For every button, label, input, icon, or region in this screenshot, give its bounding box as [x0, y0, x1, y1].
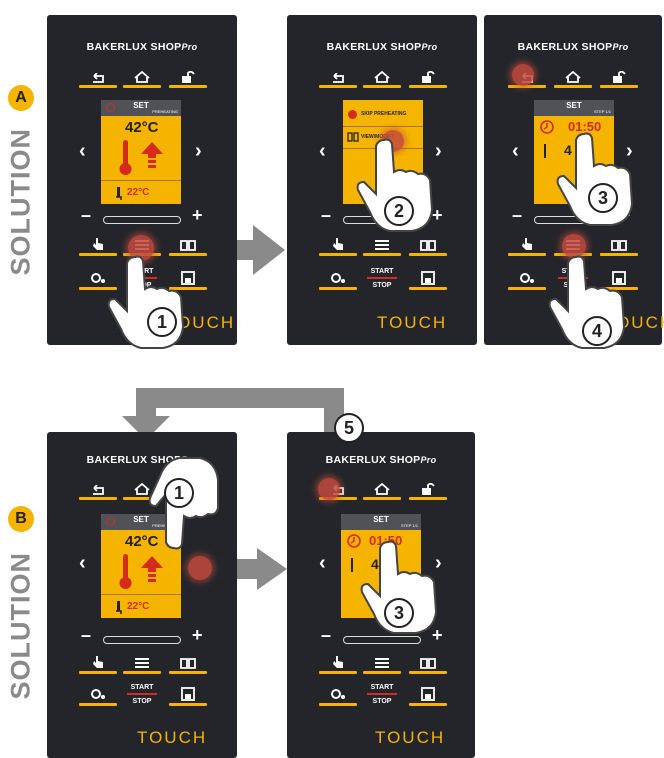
- settings-button[interactable]: [319, 688, 357, 706]
- thermometer-icon: [117, 138, 135, 176]
- prev-arrow[interactable]: ‹: [319, 552, 326, 575]
- minus-button[interactable]: –: [81, 205, 91, 226]
- manual-button[interactable]: [319, 238, 357, 256]
- save-button[interactable]: [169, 688, 207, 706]
- slider[interactable]: [103, 636, 181, 644]
- manual-button[interactable]: [79, 238, 117, 256]
- touch-logo: TOUCH: [375, 728, 445, 748]
- home-button[interactable]: [123, 70, 161, 88]
- temperature-value: 42°C: [125, 119, 159, 136]
- step-5-marker: 5: [334, 413, 364, 443]
- prev-arrow[interactable]: ‹: [512, 140, 519, 163]
- minus-button[interactable]: –: [321, 625, 331, 646]
- heat-up-icon: [141, 142, 163, 170]
- probe-icon: [115, 187, 123, 201]
- manual-button[interactable]: [79, 656, 117, 674]
- home-button[interactable]: [363, 70, 401, 88]
- core-temperature: 22°C: [127, 187, 149, 198]
- solution-b-label: SOLUTION: [6, 580, 37, 700]
- step-3-marker: 3: [588, 183, 618, 213]
- label-b-badge: B: [8, 506, 34, 532]
- tap-indicator: [188, 556, 212, 580]
- prev-arrow[interactable]: ‹: [319, 140, 326, 163]
- probe-icon: [115, 601, 123, 615]
- lock-button[interactable]: [409, 70, 447, 88]
- touch-logo: TOUCH: [137, 728, 207, 748]
- label-a-badge: A: [8, 85, 34, 111]
- next-arrow[interactable]: ›: [435, 140, 442, 163]
- menu-button[interactable]: [363, 238, 401, 256]
- display-screen: SET PREHEATING 42°C 22°C: [101, 100, 181, 204]
- settings-button[interactable]: [79, 688, 117, 706]
- recipe-book-button[interactable]: [169, 656, 207, 674]
- touch-logo: TOUCH: [377, 313, 447, 333]
- lock-button[interactable]: [169, 70, 207, 88]
- step-1-marker: 1: [147, 307, 177, 337]
- prev-arrow[interactable]: ‹: [79, 552, 86, 575]
- core-temperature: 22°C: [127, 601, 149, 612]
- manual-button[interactable]: [319, 656, 357, 674]
- plus-button[interactable]: +: [192, 625, 203, 646]
- brand-title: BAKERLUX SHOPPro: [47, 41, 237, 53]
- recipe-book-button[interactable]: [409, 656, 447, 674]
- manual-button[interactable]: [508, 238, 546, 256]
- step-2-marker: 2: [384, 196, 414, 226]
- heat-up-icon: [141, 556, 163, 584]
- save-button[interactable]: [409, 272, 447, 290]
- menu-item-skip-preheating[interactable]: SKIP PREHEATING: [361, 111, 406, 117]
- settings-button[interactable]: [319, 272, 357, 290]
- menu-button[interactable]: [123, 656, 161, 674]
- step-4-marker: 4: [582, 316, 612, 346]
- menu-button[interactable]: [363, 656, 401, 674]
- settings-button[interactable]: [508, 272, 546, 290]
- clock-icon: [540, 120, 554, 134]
- next-arrow[interactable]: ›: [195, 140, 202, 163]
- lock-button[interactable]: [409, 482, 447, 500]
- hand-pointer-icon: [107, 255, 187, 350]
- step-3-marker-b: 3: [384, 598, 414, 628]
- back-button[interactable]: [319, 70, 357, 88]
- minus-button[interactable]: –: [321, 205, 331, 226]
- recipe-book-button[interactable]: [169, 238, 207, 256]
- minus-button[interactable]: –: [81, 625, 91, 646]
- back-button[interactable]: [79, 482, 117, 500]
- home-button[interactable]: [554, 70, 592, 88]
- recipe-book-button[interactable]: [409, 238, 447, 256]
- home-button[interactable]: [363, 482, 401, 500]
- clock-icon: [347, 534, 361, 548]
- prev-arrow[interactable]: ‹: [79, 140, 86, 163]
- skip-preheating-icon: [348, 110, 357, 119]
- minus-button[interactable]: –: [512, 205, 522, 226]
- plus-button[interactable]: +: [192, 205, 203, 226]
- step-1-marker-b: 1: [164, 478, 194, 508]
- solution-a-label: SOLUTION: [6, 156, 37, 276]
- hand-pointer-icon: [556, 132, 636, 228]
- tap-indicator: [318, 478, 340, 500]
- tap-indicator: [512, 64, 534, 86]
- thermometer-icon: [117, 552, 135, 590]
- save-button[interactable]: [409, 688, 447, 706]
- back-button[interactable]: [79, 70, 117, 88]
- slider[interactable]: [103, 216, 181, 224]
- lock-button[interactable]: [600, 70, 638, 88]
- recipe-book-button[interactable]: [600, 238, 638, 256]
